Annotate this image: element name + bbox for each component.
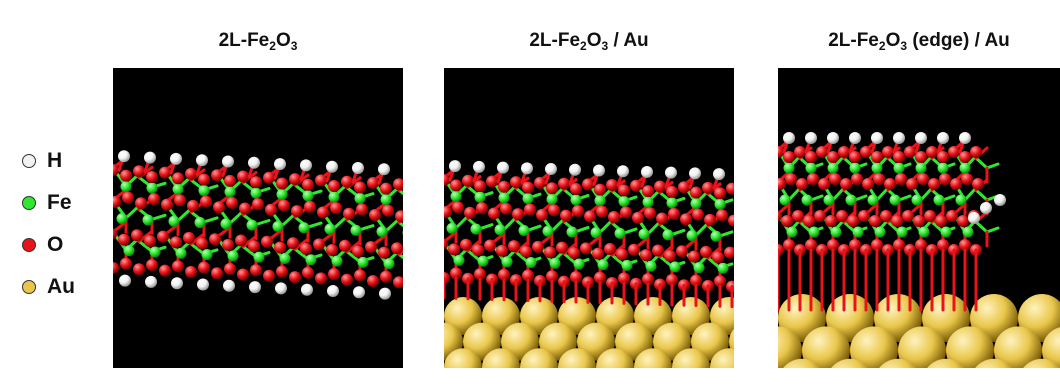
legend-label-o: O — [47, 233, 64, 256]
structure-render-freestanding — [113, 68, 403, 368]
panel-title: 2L-Fe2O3 / Au — [529, 30, 649, 53]
panel-2l-fe2o3-au: 2L-Fe2O3 / Au — [444, 0, 734, 388]
legend-item-au: Au — [22, 266, 112, 308]
legend-item-h: H — [22, 140, 112, 182]
legend-label-h: H — [47, 149, 63, 172]
panel-title: 2L-Fe2O3 — [218, 30, 298, 53]
oxygen-dot-icon — [22, 238, 36, 252]
panel-title: 2L-Fe2O3 (edge) / Au — [828, 30, 1010, 53]
iron-dot-icon — [22, 196, 36, 210]
legend-label-fe: Fe — [47, 191, 72, 214]
structure-render-on-au — [444, 68, 734, 368]
panel-2l-fe2o3-edge-au: 2L-Fe2O3 (edge) / Au — [778, 0, 1060, 388]
gold-dot-icon — [22, 280, 36, 294]
panel-2l-fe2o3: 2L-Fe2O3 — [113, 0, 403, 388]
element-legend: H Fe O Au — [22, 140, 112, 308]
structure-render-edge-on-au — [778, 68, 1060, 368]
legend-label-au: Au — [47, 275, 75, 298]
legend-item-fe: Fe — [22, 182, 112, 224]
hydrogen-dot-icon — [22, 154, 36, 168]
legend-item-o: O — [22, 224, 112, 266]
